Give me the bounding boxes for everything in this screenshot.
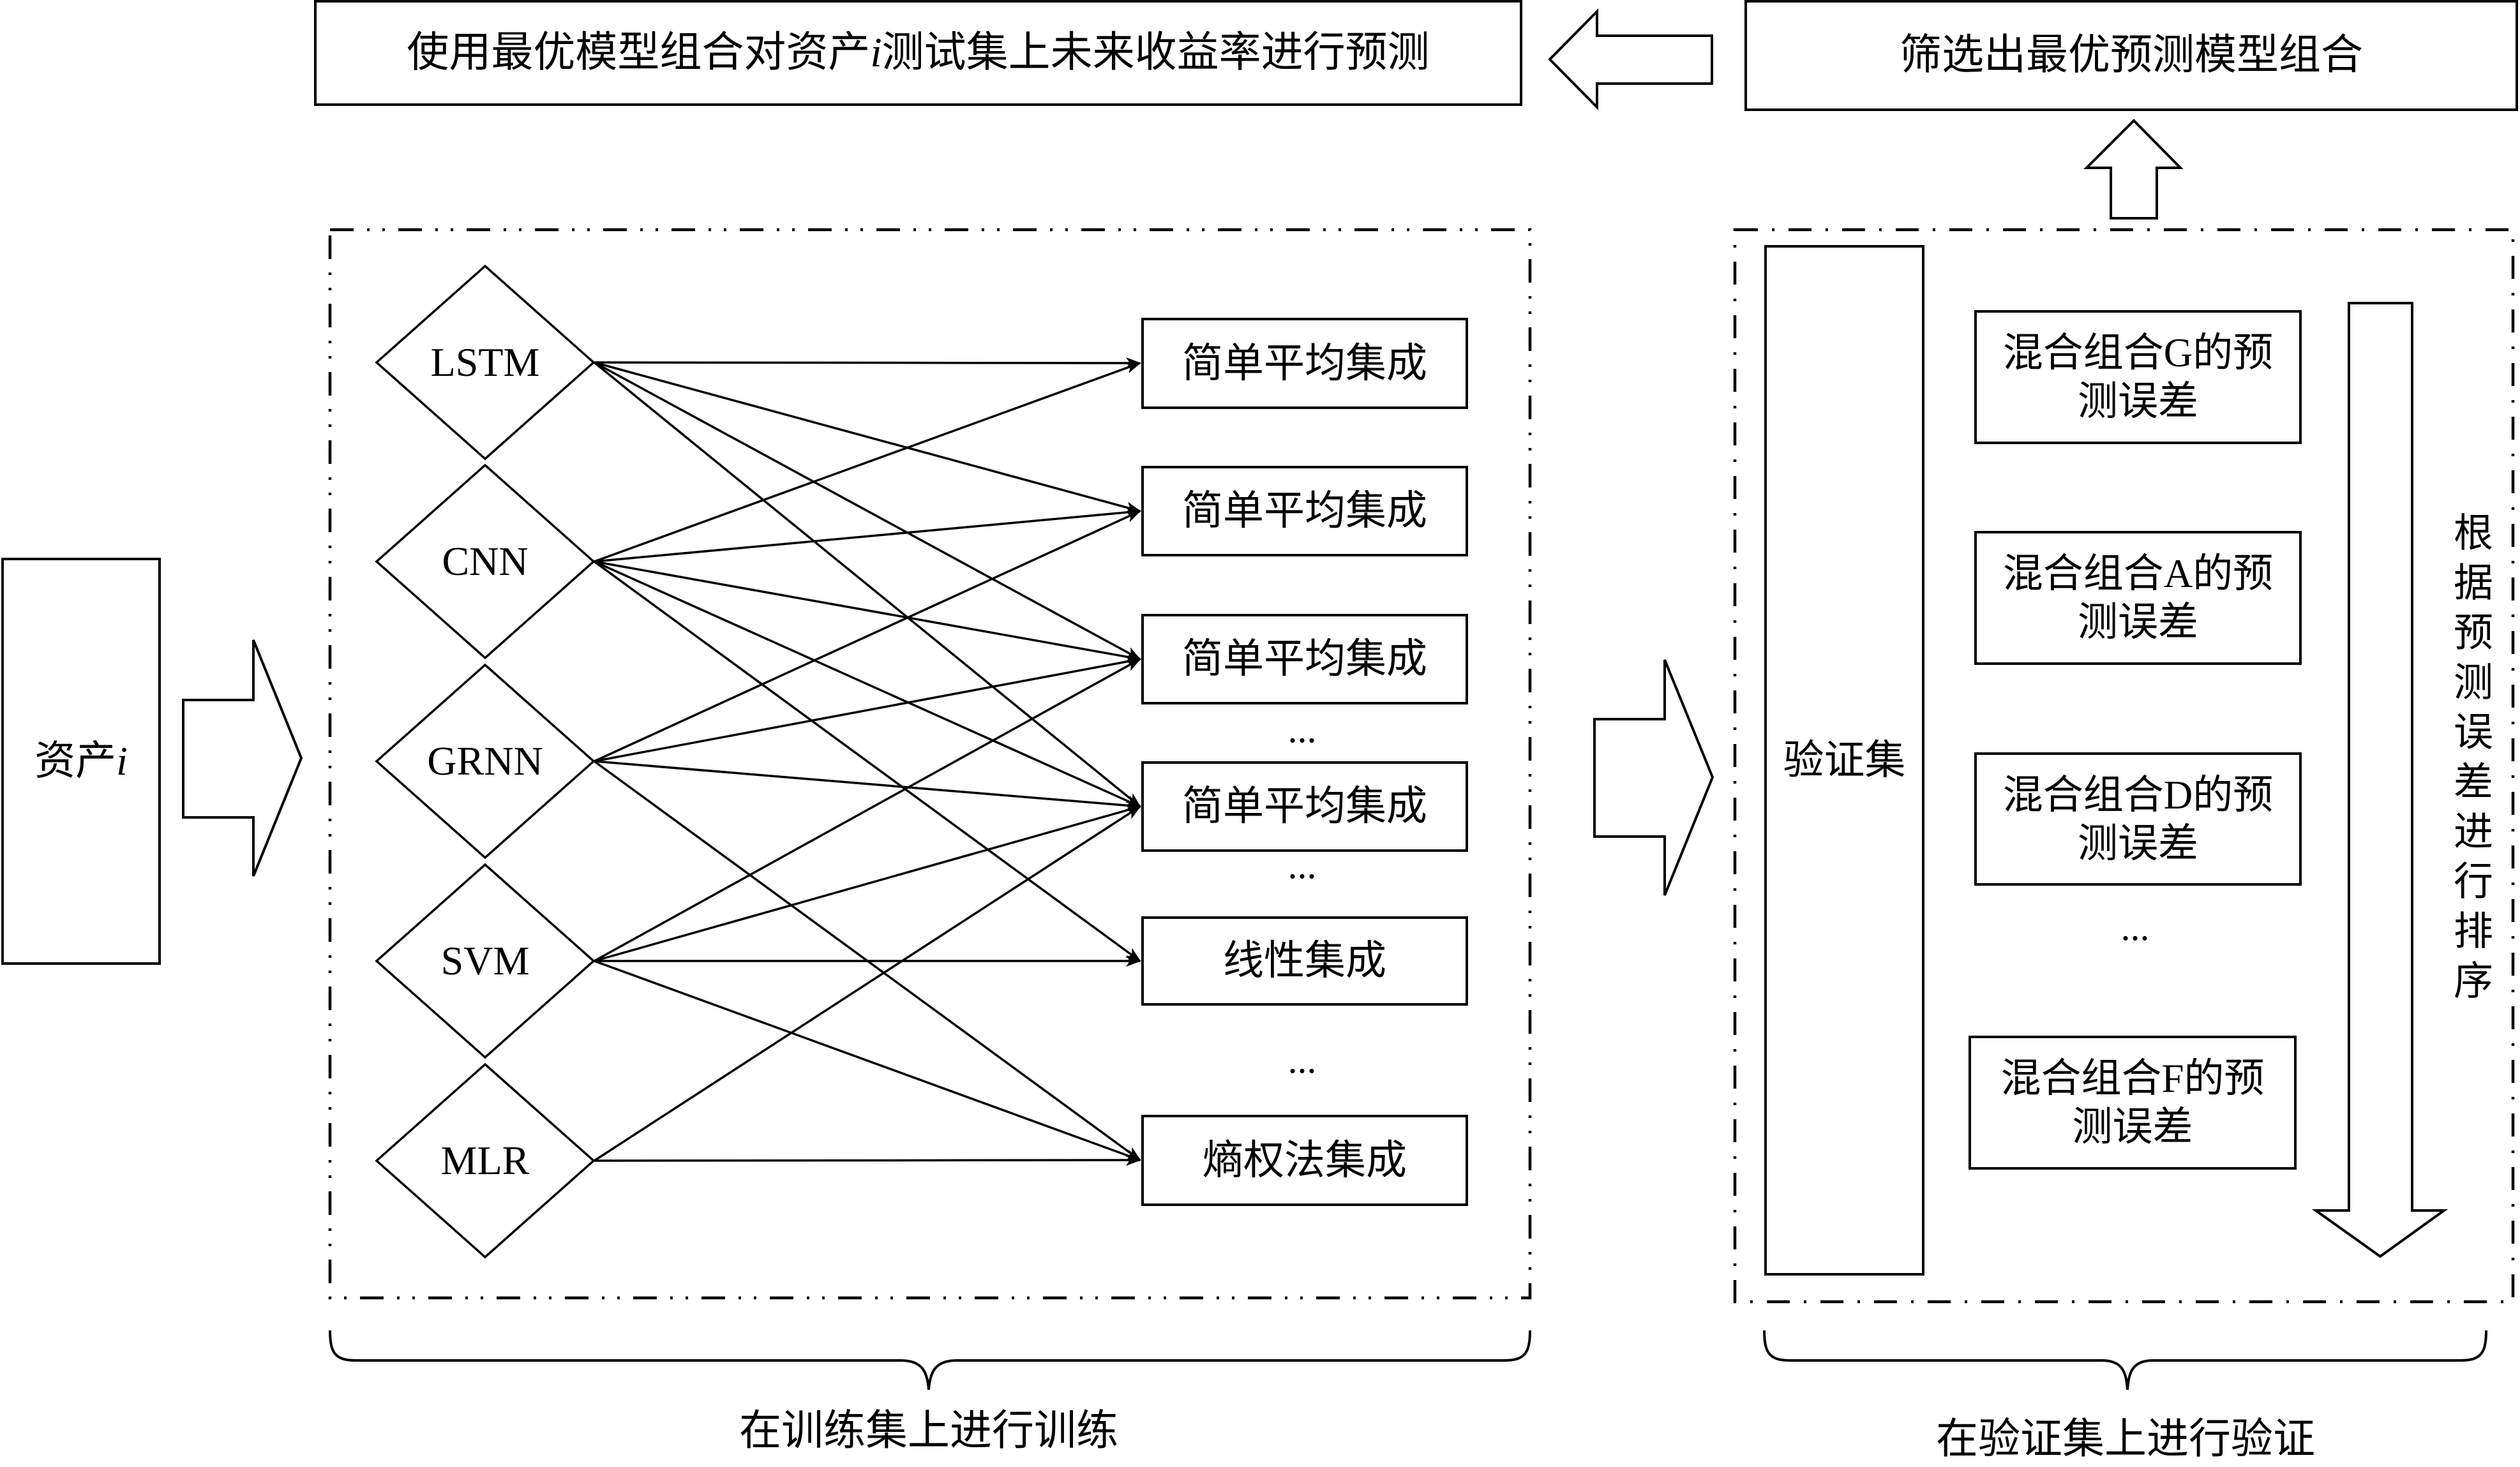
connector-arrow-cnn-to-ensemble-4	[593, 560, 1141, 962]
ellipsis: ...	[1287, 1039, 1317, 1081]
ensemble-box-simple-average: 简单平均集成	[1141, 466, 1468, 556]
model-node-diamond	[375, 663, 596, 860]
error-box: 混合组合F的预 测误差	[1969, 1036, 2297, 1170]
validation-set-box: 验证集	[1764, 245, 1924, 1276]
right-block-arrow-icon	[182, 639, 303, 877]
ensemble-label: 简单平均集成	[1182, 636, 1427, 681]
select-best-combo-label: 筛选出最优预测模型组合	[1900, 32, 2363, 78]
ensemble-box-linear: 线性集成	[1141, 916, 1468, 1006]
training-brace	[329, 1330, 1531, 1390]
error-box: 混合组合D的预 测误差	[1974, 752, 2302, 886]
validation-caption: 在验证集上进行验证	[1936, 1416, 2315, 1463]
ensemble-box-simple-average: 简单平均集成	[1141, 614, 1468, 704]
connector-arrow-svm-to-ensemble-3	[594, 805, 1141, 962]
connector-arrow-cnn-to-ensemble-1	[594, 507, 1141, 563]
model-label-cnn: CNN	[442, 539, 529, 584]
model-label-lstm: LSTM	[430, 339, 540, 385]
validation-set-label: 验证集	[1783, 737, 1906, 783]
error-box: 混合组合G的预 测误差	[1974, 310, 2302, 444]
error-line1: 混合组合A的预	[2002, 551, 2274, 596]
connector-arrow-svm-to-ensemble-5	[594, 960, 1141, 1161]
asset-index-var: i	[116, 738, 128, 784]
connector-arrow-cnn-to-ensemble-3	[594, 560, 1141, 808]
ensemble-box-simple-average: 简单平均集成	[1141, 318, 1468, 409]
error-line1: 混合组合G的预	[2002, 331, 2274, 375]
ensemble-box-simple-average: 简单平均集成	[1141, 761, 1468, 852]
predict-text-after: 测试集上未来收益率进行预测	[881, 29, 1430, 76]
error-line2: 测误差	[2078, 600, 2198, 644]
ensemble-label: 线性集成	[1223, 938, 1386, 983]
right-block-arrow-icon	[1593, 659, 1714, 896]
connector-group	[593, 357, 1141, 1166]
connector-arrow-mlr-to-ensemble-3	[594, 805, 1141, 1162]
ensemble-box-entropy-weight: 熵权法集成	[1141, 1115, 1468, 1206]
connector-arrow-grnn-to-ensemble-2	[594, 656, 1141, 763]
training-caption: 在训练集上进行训练	[739, 1408, 1118, 1454]
model-label-svm: SVM	[440, 938, 530, 983]
connector-arrow-svm-to-ensemble-2	[594, 658, 1141, 962]
connector-arrow-grnn-to-ensemble-3	[594, 760, 1141, 812]
ellipsis: ...	[1287, 708, 1317, 750]
connector-arrow-cnn-to-ensemble-2	[594, 560, 1141, 662]
training-region	[328, 228, 1532, 1300]
validation-brace	[1763, 1330, 2487, 1390]
model-label-grnn: GRNN	[427, 738, 543, 784]
model-node-diamond	[375, 264, 596, 461]
error-line2: 测误差	[2078, 821, 2198, 866]
connector-arrow-lstm-to-ensemble-2	[594, 361, 1141, 660]
error-line1: 混合组合D的预	[2002, 772, 2274, 817]
error-line2: 测误差	[2078, 379, 2198, 424]
connector-arrow-lstm-to-ensemble-3	[593, 361, 1141, 808]
connector-arrow-lstm-to-ensemble-1	[594, 361, 1141, 513]
ensemble-label: 简单平均集成	[1182, 340, 1427, 386]
error-box: 混合组合A的预 测误差	[1974, 531, 2302, 665]
asset-index-var: i	[870, 29, 882, 76]
model-label-mlr: MLR	[440, 1138, 530, 1183]
ensemble-label: 简单平均集成	[1182, 488, 1427, 533]
select-best-combo-box: 筛选出最优预测模型组合	[1744, 0, 2518, 111]
up-block-arrow-icon	[2083, 119, 2184, 220]
ensemble-label: 简单平均集成	[1182, 784, 1427, 829]
error-line1: 混合组合F的预	[2000, 1056, 2265, 1101]
model-node-diamond	[375, 463, 596, 660]
sort-label: 根据预测误差进行排序	[2447, 512, 2491, 1009]
left-block-arrow-icon	[1548, 8, 1713, 110]
ellipsis: ...	[2120, 906, 2150, 948]
connector-arrow-lstm-to-ensemble-0	[594, 357, 1141, 369]
connector-arrow-cnn-to-ensemble-0	[594, 362, 1141, 563]
error-line2: 测误差	[2072, 1105, 2193, 1149]
validation-region	[1733, 228, 2515, 1304]
asset-label: 资产	[34, 738, 117, 784]
model-node-diamond	[375, 863, 596, 1059]
connector-arrow-grnn-to-ensemble-1	[594, 510, 1141, 763]
predict-text-before: 使用最优模型组合对资产	[407, 29, 871, 76]
ensemble-label: 熵权法集成	[1203, 1137, 1407, 1183]
model-node-diamond	[375, 1062, 596, 1259]
down-block-arrow-icon	[2311, 302, 2449, 1258]
ellipsis: ...	[1287, 844, 1317, 886]
connector-arrow-mlr-to-ensemble-5	[594, 1154, 1141, 1166]
